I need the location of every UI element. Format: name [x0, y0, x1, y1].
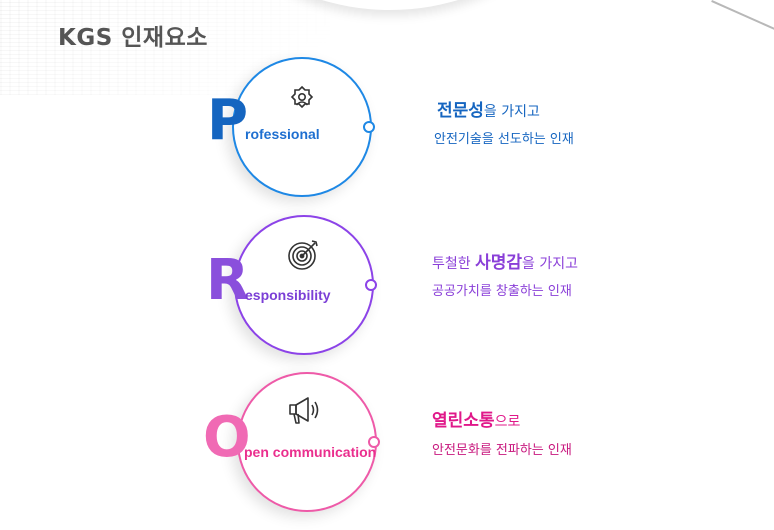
megaphone-icon	[289, 397, 319, 424]
responsibility-desc-rest: 을 가지고	[522, 256, 578, 272]
professional-desc-rest: 을 가지고	[483, 104, 540, 120]
target-icon	[288, 240, 318, 270]
open-communication-connector-dot	[368, 436, 380, 448]
responsibility-desc-line2: 공공가치를 창출하는 인재	[432, 284, 572, 299]
professional-word: rofessional	[245, 126, 320, 142]
professional-connector-dot	[363, 121, 375, 133]
open-communication-circle	[237, 372, 380, 512]
responsibility-desc-keyword: 사명감	[475, 253, 523, 273]
responsibility-circle	[234, 215, 377, 355]
professional-desc-line2: 안전기술을 선도하는 인재	[434, 132, 574, 147]
corner-decorative-line	[711, 0, 774, 32]
professional-desc-keyword: 전문성	[437, 101, 484, 121]
professional-initial: P	[207, 88, 249, 153]
professional-desc-line1: 전문성을 가지고	[437, 96, 540, 121]
open-communication-desc-line1: 열린소통으로	[432, 406, 520, 431]
professional-circle	[232, 57, 375, 197]
responsibility-desc-prefix: 투철한	[432, 256, 476, 272]
responsibility-word: esponsibility	[245, 287, 331, 303]
open-communication-word: pen communication	[244, 444, 377, 460]
page-title: KGS 인재요소	[58, 25, 208, 51]
gear-person-icon	[290, 85, 314, 109]
responsibility-connector-dot	[365, 279, 377, 291]
open-communication-desc-keyword: 열린소통	[432, 411, 495, 431]
responsibility-initial: R	[206, 248, 250, 313]
open-communication-desc-rest: 으로	[494, 414, 521, 430]
open-communication-initial: O	[203, 405, 251, 470]
responsibility-desc-line1: 투철한 사명감을 가지고	[432, 248, 578, 273]
open-communication-desc-line2: 안전문화를 전파하는 인재	[432, 443, 572, 458]
